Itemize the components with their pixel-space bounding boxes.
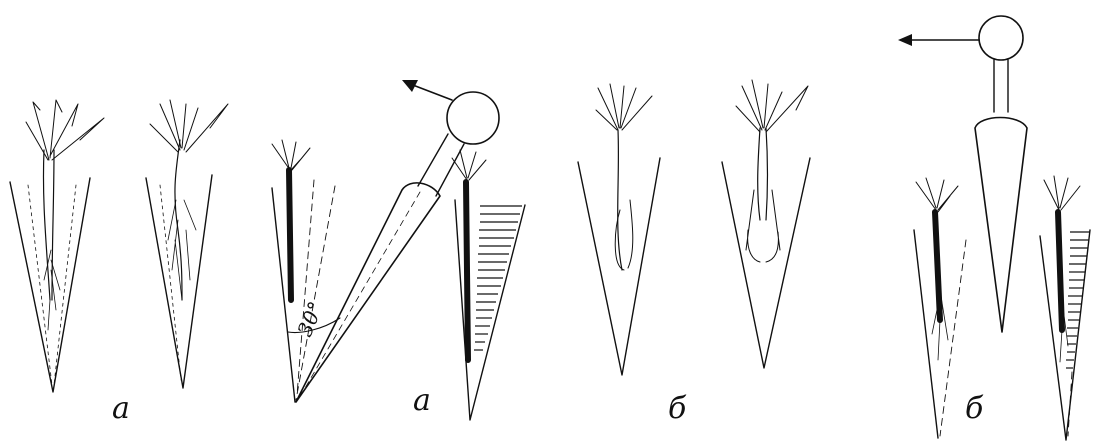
planting-hole-8 [1040, 230, 1090, 440]
dibble-vertical [898, 16, 1027, 332]
dibble-handle-knob-2 [979, 16, 1023, 60]
seedling-5 [596, 84, 652, 270]
dibble-handle-knob [447, 92, 499, 144]
label-b-2: б [965, 391, 984, 426]
planting-hole-1 [10, 178, 90, 392]
angle-marker: 30° [288, 298, 340, 340]
group-a-simple-holes: а [10, 100, 228, 426]
planting-hole-5 [578, 158, 660, 375]
dibble-blade [296, 183, 440, 402]
label-b-1: б [668, 391, 687, 426]
seedling-6 [736, 80, 808, 262]
dibble-shaft-2 [994, 60, 1008, 112]
group-b-simple-holes: б [578, 80, 810, 426]
label-a-1: а [112, 391, 130, 426]
planting-hole-6 [722, 158, 810, 368]
planting-hole-3 [272, 180, 335, 402]
label-a-2: а [413, 383, 431, 418]
seedling-1 [26, 100, 104, 330]
dibble-blade-2 [975, 118, 1027, 333]
group-a-tilted-dibble: 30° а [272, 80, 525, 420]
planted-seedling-4 [452, 150, 486, 360]
group-b-vertical-dibble: б [898, 16, 1090, 440]
hatched-soil-2 [1066, 232, 1090, 368]
angle-label: 30° [292, 298, 328, 340]
seedling-8 [1044, 176, 1080, 362]
planting-hole-2 [146, 175, 212, 388]
planted-seedling-3 [272, 140, 310, 300]
hatched-soil-1 [474, 206, 522, 350]
seedling-7 [916, 178, 958, 360]
